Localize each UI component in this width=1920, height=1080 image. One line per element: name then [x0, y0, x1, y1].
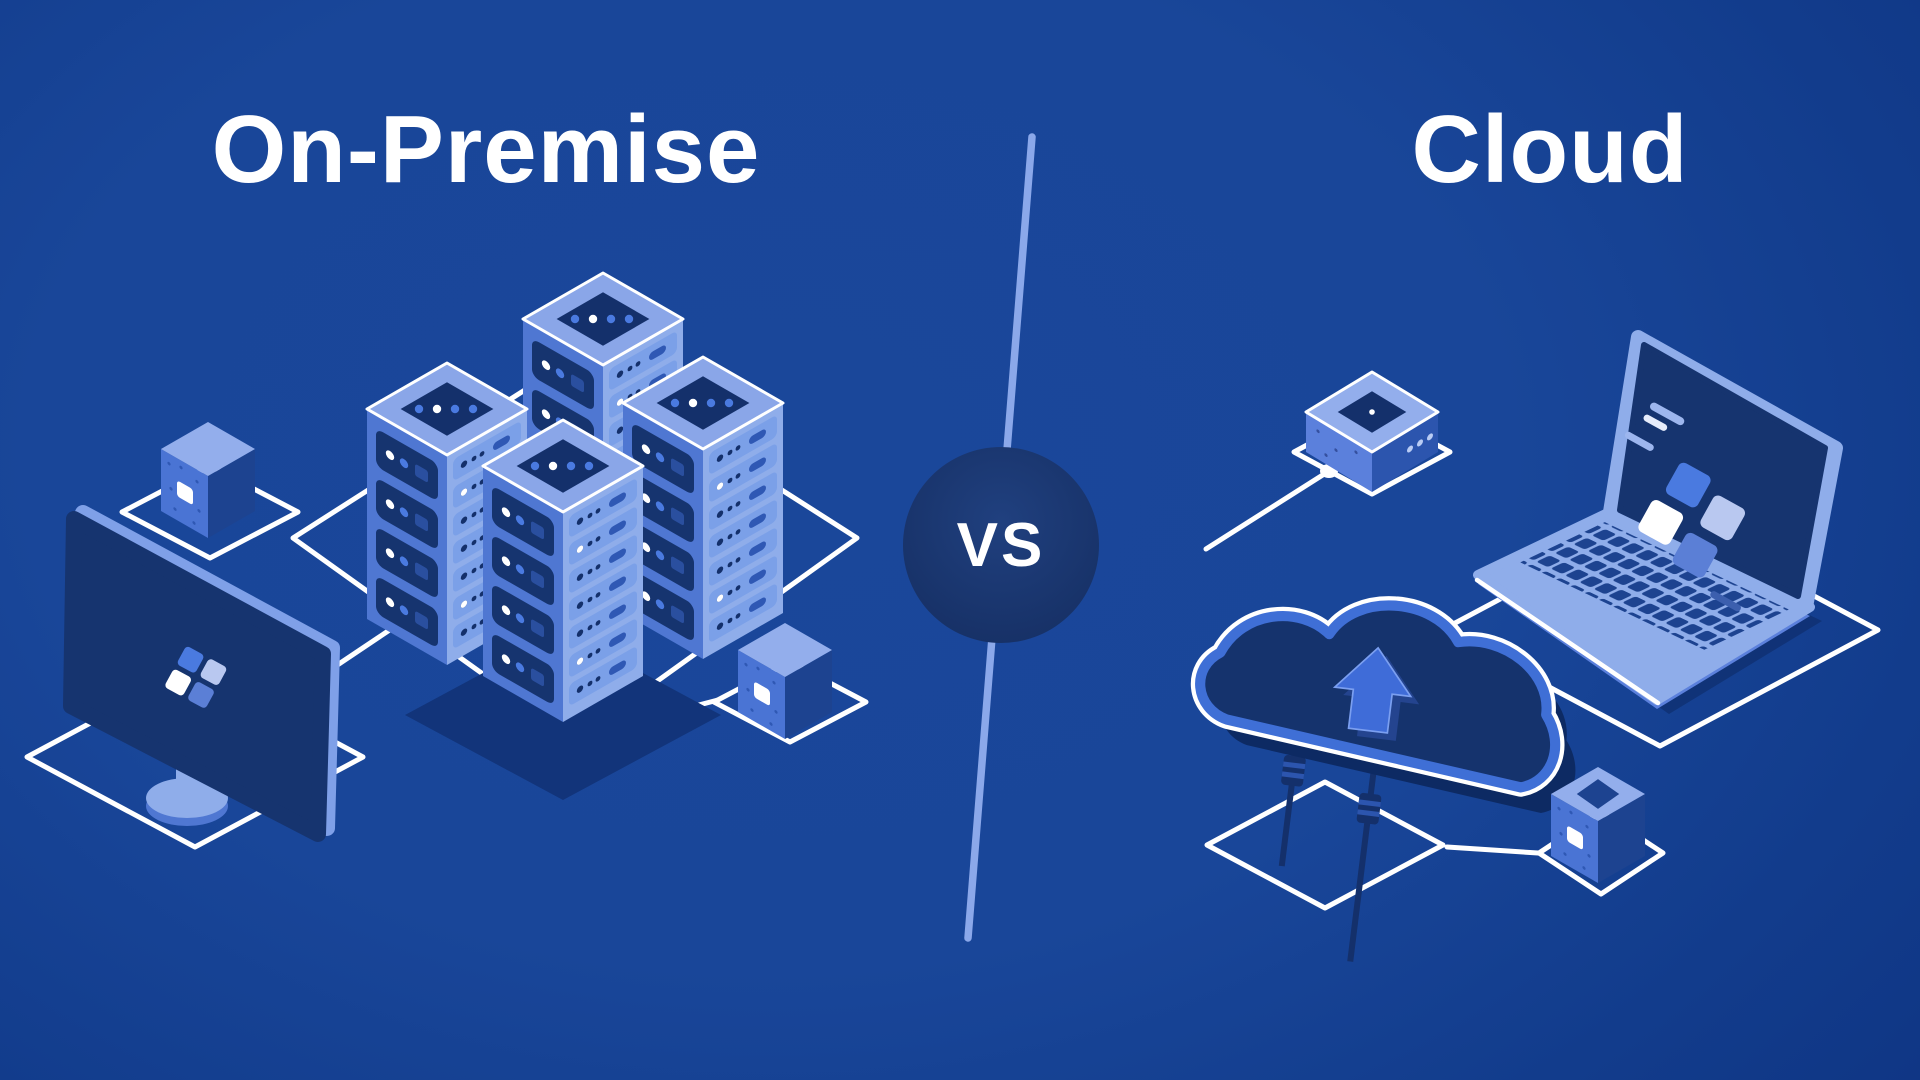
- vs-circle: [903, 447, 1099, 643]
- cloud-scene: [1188, 330, 1881, 962]
- on-premise-scene: [24, 273, 869, 850]
- server-tower-icon: [623, 357, 783, 659]
- laptop-keyboard: [1520, 522, 1789, 650]
- cloud-cable: [1347, 767, 1382, 962]
- desktop-monitor-icon: [63, 505, 340, 842]
- right-title: Cloud: [1411, 96, 1689, 203]
- laptop-screen-content: [1624, 402, 1746, 612]
- monitor-screen-tiles: [165, 646, 227, 708]
- storage-cube-icon: [161, 422, 255, 539]
- router-box-icon: [1304, 370, 1440, 492]
- laptop-icon: [1473, 330, 1843, 714]
- cloud-cable: [1278, 741, 1306, 867]
- cloud-upload-icon: [1188, 566, 1600, 819]
- upload-arrow-icon: [1332, 646, 1420, 741]
- left-title: On-Premise: [211, 96, 761, 203]
- server-tower-icon: [483, 420, 643, 722]
- vs-label: VS: [956, 511, 1046, 580]
- cube-top-inset: [1576, 779, 1620, 809]
